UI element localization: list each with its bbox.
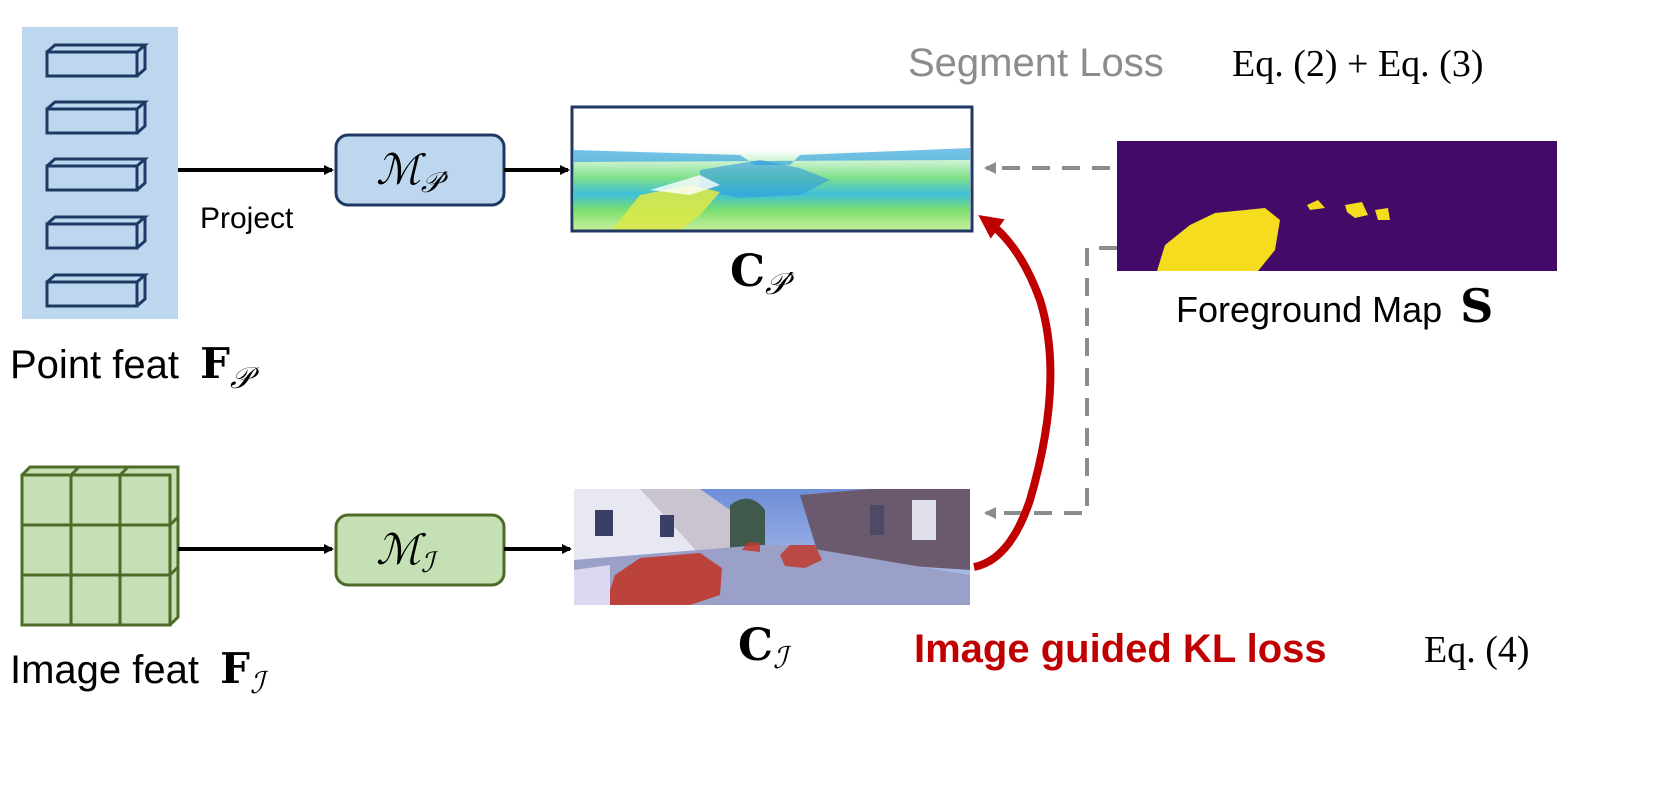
point-feature-slab-5 (45, 273, 149, 308)
point-feature-slab-4 (45, 215, 149, 250)
point-feature-slab-3 (45, 157, 149, 192)
image-feat-label: Image feat Fℐ (10, 644, 269, 701)
kl-loss-label: Image guided KL loss (914, 627, 1327, 671)
point-feat-label: Point feat F𝒫 (10, 339, 260, 396)
cp-label: C𝒫′ (730, 246, 795, 302)
segment-arrow-to-ci (984, 246, 1117, 519)
ci-label: Cℐ (738, 620, 792, 676)
image-feature-grid (20, 465, 180, 627)
point-feature-slab-1 (45, 43, 149, 78)
kl-loss-arrow (973, 214, 1055, 571)
kl-loss-equation: Eq. (4) (1424, 629, 1530, 671)
camera-confidence-map (574, 489, 970, 605)
module-point-box: ℳ𝒫′ (334, 133, 506, 207)
segment-loss-equation: Eq. (2) + Eq. (3) (1232, 43, 1483, 85)
module-image-box: ℳℐ (334, 513, 506, 587)
segment-loss-label: Segment Loss (908, 41, 1164, 85)
module-point-label: ℳ𝒫′ (376, 145, 449, 199)
project-label: Project (200, 202, 294, 235)
foreground-map (1117, 141, 1557, 271)
point-feature-stack (22, 27, 178, 319)
lidar-confidence-map (570, 105, 974, 233)
module-image-label: ℳℐ (376, 525, 439, 579)
foreground-map-label: Foreground Map S (1176, 279, 1493, 333)
point-feature-slab-2 (45, 100, 149, 135)
